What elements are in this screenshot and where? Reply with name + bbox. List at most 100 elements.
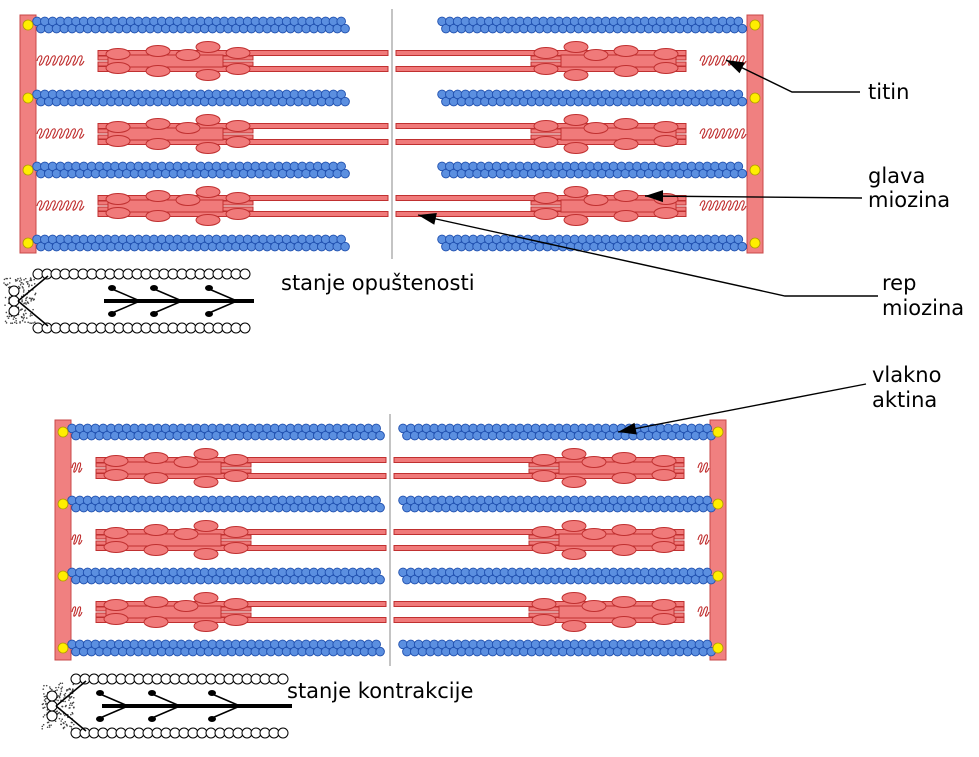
- stipple-dot: [71, 722, 73, 724]
- stipple-dot: [60, 720, 62, 722]
- stipple-dot: [23, 318, 25, 320]
- stipple-dot: [60, 724, 62, 726]
- stipple-dot: [25, 300, 27, 302]
- stipple-dot: [23, 303, 25, 305]
- stipple-dot: [3, 282, 5, 284]
- stipple-dot: [25, 303, 27, 305]
- myosin-head: [562, 477, 586, 488]
- myosin-head: [194, 593, 218, 604]
- stipple-dot: [65, 693, 67, 695]
- myosin-head: [104, 470, 128, 481]
- stipple-dot: [30, 277, 32, 279]
- titin-spring: [37, 129, 84, 138]
- actin-filament: [438, 17, 747, 33]
- cross-bridge-head-sketch: [150, 311, 158, 317]
- z-disc-stipple: [41, 682, 74, 729]
- stipple-dot: [64, 715, 66, 717]
- relaxed-caption: stanje opuštenosti: [281, 271, 475, 295]
- myosin-head: [614, 66, 638, 77]
- stipple-dot: [17, 278, 19, 280]
- stipple-dot: [44, 699, 46, 701]
- stipple-dot: [63, 723, 65, 725]
- stipple-dot: [59, 695, 61, 697]
- myosin-head: [564, 70, 588, 81]
- myosin-head: [146, 66, 170, 77]
- myosin-head: [144, 473, 168, 484]
- contracted-inset-sketch: [41, 674, 292, 738]
- stipple-dot: [61, 686, 63, 688]
- myosin-head: [194, 449, 218, 460]
- cross-bridge-head-sketch: [96, 716, 104, 722]
- stipple-dot: [60, 713, 62, 715]
- stipple-dot: [13, 318, 15, 320]
- stipple-dot: [24, 321, 26, 323]
- myosin-head: [582, 601, 606, 612]
- titin-spring: [72, 463, 82, 472]
- stipple-dot: [31, 285, 33, 287]
- z-anchor: [23, 238, 33, 248]
- titin-spring: [700, 129, 746, 138]
- actin-filament: [33, 235, 350, 251]
- myosin-head: [176, 50, 200, 61]
- myosin-head: [196, 70, 220, 81]
- titin-spring: [37, 201, 84, 210]
- stipple-dot: [63, 694, 65, 696]
- z-disc: [20, 15, 36, 253]
- stipple-dot: [61, 690, 63, 692]
- myosin-head: [534, 193, 558, 204]
- myosin-head: [534, 121, 558, 132]
- stipple-dot: [9, 278, 11, 280]
- stipple-dot: [27, 301, 29, 303]
- myosin-bundle: [396, 42, 686, 81]
- myosin-head: [614, 46, 638, 57]
- z-anchor: [713, 427, 723, 437]
- actin-bead-sketch: [9, 296, 19, 306]
- stipple-dot: [55, 720, 57, 722]
- stipple-dot: [8, 317, 10, 319]
- myosin-head: [654, 122, 678, 133]
- contracted-caption: stanje kontrakcije: [287, 679, 473, 703]
- stipple-dot: [73, 697, 75, 699]
- stipple-dot: [42, 707, 44, 709]
- stipple-dot: [57, 713, 59, 715]
- stipple-dot: [16, 322, 18, 324]
- z-anchor: [58, 571, 68, 581]
- stipple-dot: [45, 696, 47, 698]
- actin-filament: [33, 90, 350, 106]
- myosin-head: [106, 208, 130, 219]
- myosin-head: [534, 137, 558, 148]
- myosin-head: [174, 457, 198, 468]
- z-anchor: [713, 571, 723, 581]
- myosin-head: [224, 455, 248, 466]
- myosin-head: [146, 191, 170, 202]
- myosin-head: [106, 122, 130, 133]
- stipple-dot: [22, 320, 24, 322]
- actin-filament: [68, 496, 385, 512]
- cross-bridge-head-sketch: [148, 690, 156, 696]
- stipple-dot: [26, 317, 28, 319]
- myosin-bundle: [98, 42, 388, 81]
- actin-bead: [341, 97, 350, 106]
- stipple-dot: [61, 706, 63, 708]
- stipple-dot: [32, 322, 34, 324]
- actin-label-line1: vlakno: [872, 363, 941, 387]
- stipple-dot: [43, 724, 45, 726]
- stipple-dot: [19, 322, 21, 324]
- stipple-dot: [30, 300, 32, 302]
- actin-bead: [738, 169, 747, 178]
- stipple-dot: [23, 289, 25, 291]
- stipple-dot: [49, 726, 51, 728]
- stipple-dot: [44, 714, 46, 716]
- actin-bead-sketch: [9, 306, 19, 316]
- myosin-tail-label-line2: miozina: [882, 296, 964, 320]
- myosin-head: [224, 615, 248, 626]
- myosin-head: [654, 136, 678, 147]
- cross-bridge-head-sketch: [205, 285, 213, 291]
- actin-filament: [33, 162, 350, 178]
- stipple-dot: [5, 297, 7, 299]
- myosin-bundle: [394, 449, 684, 488]
- actin-bead-sketch: [47, 691, 57, 701]
- myosin-head: [174, 601, 198, 612]
- myosin-head: [226, 64, 250, 75]
